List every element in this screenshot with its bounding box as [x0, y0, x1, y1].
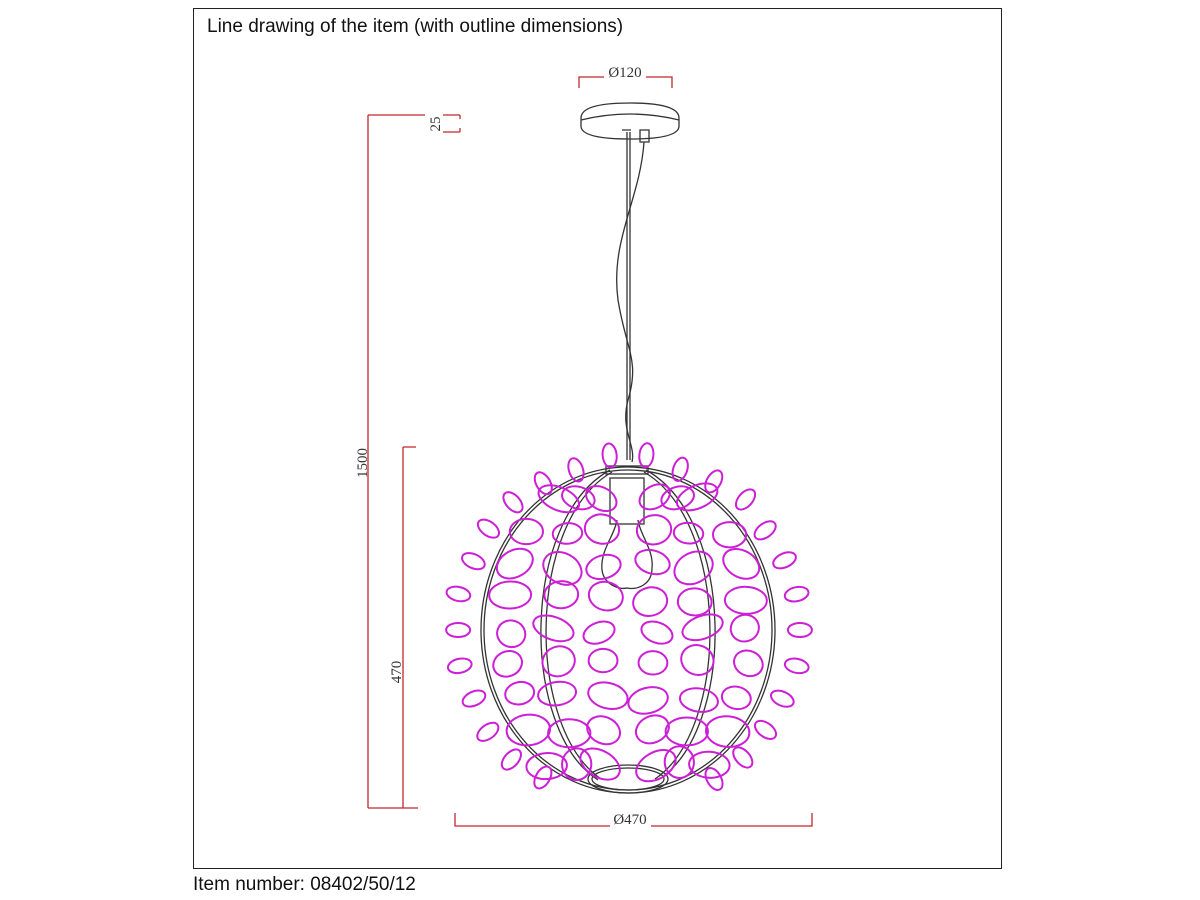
drawing-frame [193, 8, 1002, 869]
shade-diameter-label: Ø470 [613, 812, 646, 828]
drawing-title: Line drawing of the item (with outline d… [207, 16, 624, 37]
dimension-total-height: 1500 [355, 114, 425, 809]
swirl-loop [786, 622, 813, 638]
swirl-loop [547, 718, 592, 749]
canopy-height-label: 25 [428, 117, 444, 132]
swirl-loop [635, 749, 677, 783]
swirl-loop [476, 721, 500, 742]
swirl-loop [783, 657, 810, 675]
swirl-loop [585, 485, 618, 513]
swirl-loop [627, 686, 669, 715]
swirl-loop [733, 649, 764, 678]
swirl-loop [587, 647, 619, 674]
swirl-loop [753, 520, 777, 541]
swirl-loop [461, 689, 487, 708]
canopy-diameter-label: Ø120 [608, 65, 641, 81]
swirl-loop [634, 548, 671, 576]
swirl-loop [525, 752, 568, 781]
shade-height-label: 470 [389, 661, 405, 684]
swirl-loop [678, 687, 719, 713]
swirl-loop [505, 713, 552, 747]
swirl-loop [445, 622, 472, 638]
decorative-swirl-pattern [445, 442, 813, 791]
swirl-loop [722, 548, 761, 580]
swirl-loop [601, 442, 618, 469]
swirl-loop [635, 514, 673, 546]
swirl-loop [582, 620, 616, 645]
swirl-loop [561, 485, 596, 511]
swirl-loop [533, 765, 553, 790]
swirl-loop [664, 716, 709, 747]
dimension-shade-height: 470 [389, 446, 416, 808]
swirl-loop [567, 457, 585, 483]
swirl-loop [551, 522, 584, 545]
dimension-canopy-height: 25 [428, 114, 461, 133]
swirl-loop [640, 620, 674, 645]
swirl-loop [675, 482, 719, 512]
swirl-loop [769, 689, 795, 708]
swirl-loop [579, 747, 621, 781]
swirl-loop [772, 551, 797, 570]
swirl-loop [541, 645, 576, 678]
swirl-loop [476, 518, 501, 539]
swirl-loop [711, 521, 748, 549]
swirl-loop [586, 715, 622, 746]
swirl-loop [587, 681, 629, 710]
dimension-canopy-diameter: Ø120 [578, 65, 673, 88]
swirl-loop [504, 680, 536, 706]
swirl-loop [688, 750, 731, 779]
swirl-loop [783, 585, 810, 603]
ceiling-canopy [580, 102, 680, 143]
swirl-loop [732, 746, 754, 769]
item-number: Item number: 08402/50/12 [193, 874, 416, 895]
swirl-loop [729, 613, 760, 643]
swirl-loop [753, 719, 778, 740]
swirl-loop [634, 714, 670, 745]
swirl-loop [445, 585, 472, 603]
swirl-loop [532, 614, 575, 643]
swirl-loop [704, 715, 751, 748]
swirl-loop [663, 745, 695, 779]
swirl-loop [637, 650, 669, 676]
swirl-loop [446, 657, 473, 675]
swirl-loop [585, 553, 622, 581]
swirl-loop [671, 456, 689, 482]
swirl-loop [502, 491, 524, 514]
swirl-loop [632, 586, 669, 617]
swirl-loop [495, 547, 534, 580]
swirl-loop [672, 521, 705, 545]
swirl-loop [533, 471, 553, 496]
swirl-loop [587, 580, 624, 612]
swirl-loop [680, 644, 715, 676]
swirl-loop [508, 517, 545, 546]
swirl-loop [543, 580, 580, 610]
swirl-loop [561, 747, 593, 782]
swirl-loop [488, 580, 533, 610]
swirl-loop [723, 585, 768, 615]
swirl-loop [676, 587, 713, 617]
swirl-loop [500, 748, 522, 771]
swirl-loop [461, 552, 486, 571]
swirl-loop [720, 685, 752, 711]
swirl-loop [704, 469, 724, 494]
swirl-loop [496, 619, 527, 649]
dimension-shade-diameter: Ø470 [454, 812, 813, 828]
swirl-loop [673, 550, 714, 586]
swirl-loop [537, 484, 581, 514]
swirl-loop [734, 488, 757, 511]
suspension-cord [616, 132, 645, 463]
total-height-label: 1500 [355, 448, 371, 478]
swirl-loop [583, 513, 621, 545]
swirl-loop [638, 442, 655, 469]
swirl-loop [492, 650, 523, 678]
swirl-loop [681, 613, 724, 642]
swirl-loop [537, 680, 578, 707]
